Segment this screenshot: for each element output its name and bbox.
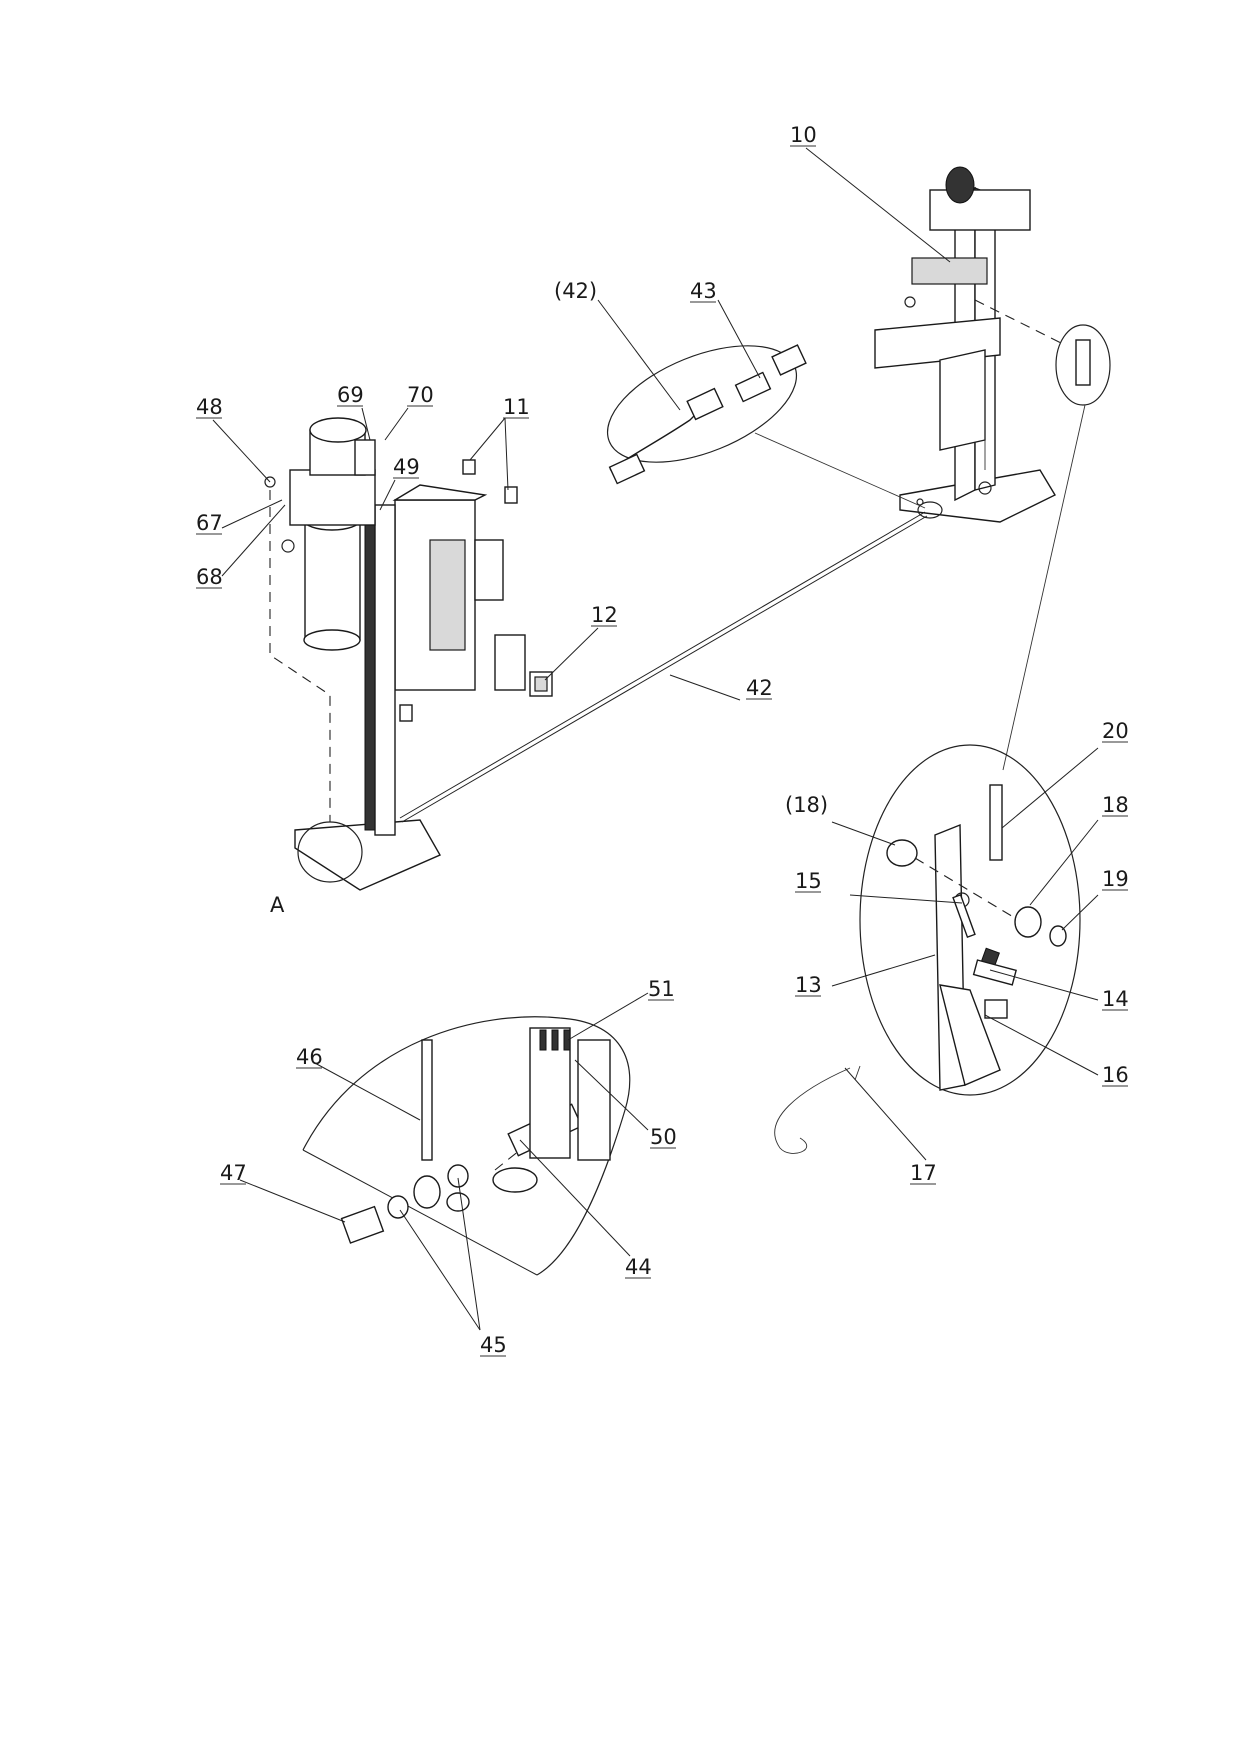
callout-48: 48 xyxy=(196,395,223,419)
callout-70: 70 xyxy=(407,383,434,407)
callout-67: 67 xyxy=(196,511,223,535)
callout-20: 20 xyxy=(1102,719,1129,743)
detail-a-circle xyxy=(297,821,363,883)
callout-47: 47 xyxy=(220,1161,247,1185)
callout-17: 17 xyxy=(910,1161,937,1185)
view-label-a: A xyxy=(270,893,285,917)
callout-16: 16 xyxy=(1102,1063,1129,1087)
callout-49: 49 xyxy=(393,455,420,479)
hose-detail xyxy=(606,344,926,509)
callout-18: 18 xyxy=(1102,793,1129,817)
callout-50: 50 xyxy=(650,1125,677,1149)
left-post-assembly xyxy=(264,417,553,891)
callout-11: 11 xyxy=(503,395,530,419)
right-post-assembly xyxy=(874,166,1056,523)
callout-46: 46 xyxy=(296,1045,323,1069)
latch-small-circle xyxy=(1055,324,1111,406)
callout-69: 69 xyxy=(337,383,364,407)
callout-45: 45 xyxy=(480,1333,507,1357)
callout-19: 19 xyxy=(1102,867,1129,891)
callout-13: 13 xyxy=(795,973,822,997)
callout-14: 14 xyxy=(1102,987,1129,1011)
callout-15: 15 xyxy=(795,869,822,893)
callout-44: 44 xyxy=(625,1255,652,1279)
callout-18-ref: (18) xyxy=(785,793,828,817)
latch-detail xyxy=(774,744,1081,1154)
callout-10: 10 xyxy=(790,123,817,147)
callout-12: 12 xyxy=(591,603,618,627)
callout-underlines xyxy=(196,145,1128,1357)
callout-42: 42 xyxy=(746,676,773,700)
detail-a xyxy=(302,1016,631,1276)
callout-42-ref: (42) xyxy=(554,279,597,303)
callout-68: 68 xyxy=(196,565,223,589)
leader-lines xyxy=(212,147,1099,1331)
callout-43: 43 xyxy=(690,279,717,303)
callout-labels: 10 (42) 43 48 69 70 11 49 67 68 12 42 20… xyxy=(196,123,1129,1357)
callout-51: 51 xyxy=(648,977,675,1001)
